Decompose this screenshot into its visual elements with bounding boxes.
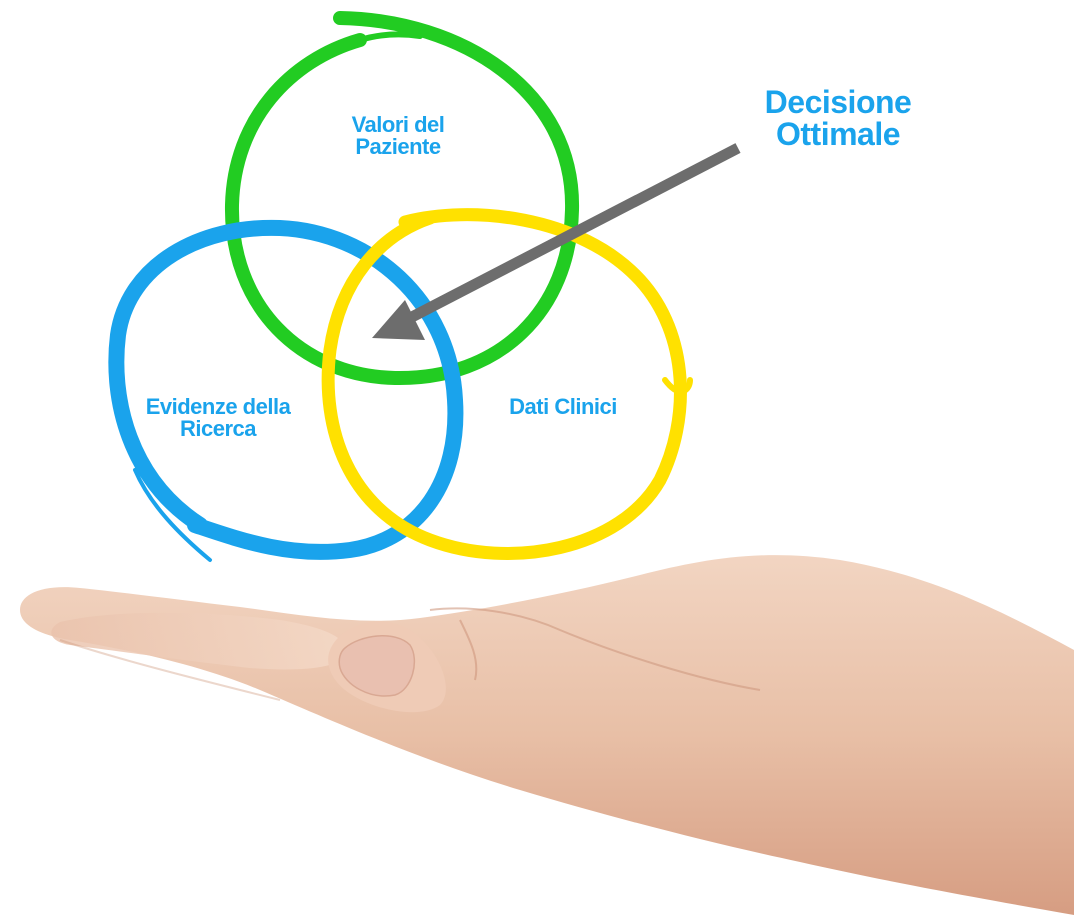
label-evidenze-line2: Ricerca xyxy=(179,416,257,441)
label-valori-line1: Valori del xyxy=(351,112,445,137)
label-evidenze-della-ricerca: Evidenze della Ricerca xyxy=(118,396,318,440)
circle-dati xyxy=(321,208,693,560)
label-decisione-line2: Ottimale xyxy=(775,116,901,152)
label-dati-clinici: Dati Clinici xyxy=(488,396,638,418)
label-valori-line2: Paziente xyxy=(355,134,441,159)
circle-valori xyxy=(224,11,580,386)
arrow-pointer xyxy=(372,143,741,340)
label-decisione-line1: Decisione xyxy=(764,84,912,120)
label-dati-line1: Dati Clinici xyxy=(509,394,617,419)
label-decisione-ottimale: Decisione Ottimale xyxy=(738,86,938,150)
hand-image xyxy=(20,555,1074,915)
label-valori-del-paziente: Valori del Paziente xyxy=(318,114,478,158)
label-evidenze-line1: Evidenze della xyxy=(145,394,291,419)
